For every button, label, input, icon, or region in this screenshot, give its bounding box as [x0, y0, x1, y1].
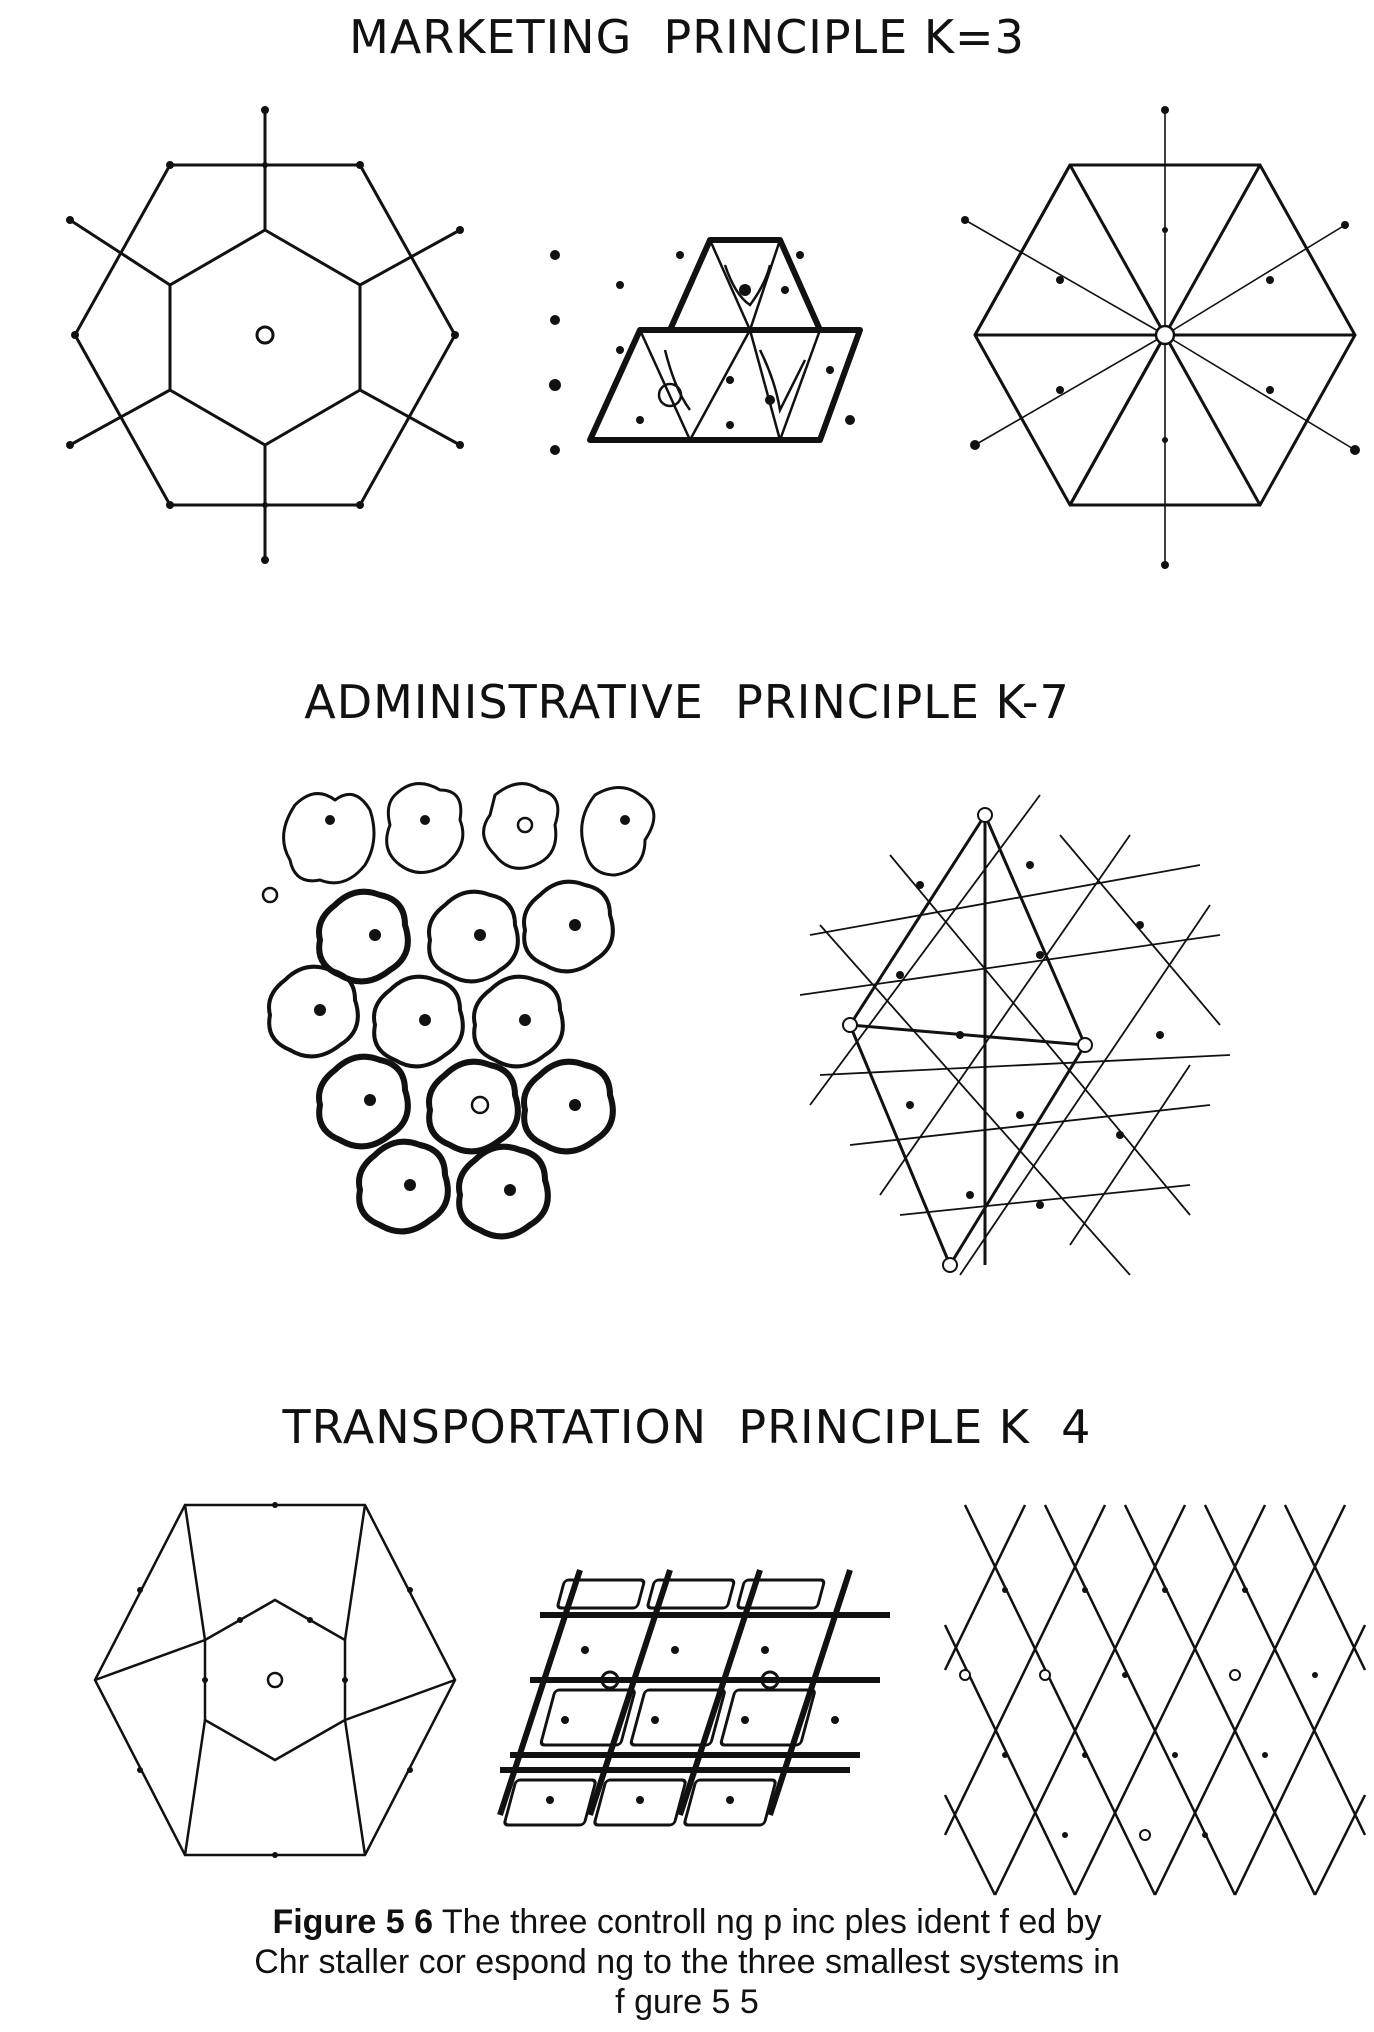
heading-marketing-principle: MARKETING PRINCIPLE K=3 — [349, 10, 1025, 64]
transportation-hexagon-diagram — [93, 1502, 457, 1858]
administrative-lattice-diagram — [799, 794, 1231, 1276]
transportation-grid-diagram — [497, 1569, 890, 1827]
caption-line-3: f gure 5 5 — [615, 1983, 759, 2021]
transportation-diamond-lattice-diagram — [943, 1504, 1367, 1896]
heading-transportation-principle: TRANSPORTATION PRINCIPLE K 4 — [282, 1400, 1092, 1454]
figure-label: Figure 5 6 — [272, 1903, 434, 1941]
caption-line-1: Figure 5 6 The three controll ng p inc p… — [120, 1902, 1254, 1942]
administrative-cell-cluster-diagram — [261, 782, 656, 1240]
marketing-hexagon-diagram — [66, 106, 464, 564]
marketing-triangular-lattice-diagram — [961, 106, 1360, 569]
caption-line-2: Chr staller cor espond ng to the three s… — [254, 1943, 1120, 1981]
caption-text-1: The three controll ng p inc ples ident f… — [441, 1903, 1102, 1941]
heading-administrative-principle: ADMINISTRATIVE PRINCIPLE K-7 — [304, 675, 1070, 729]
marketing-triangle-cells-diagram — [549, 237, 863, 455]
figure-caption: Figure 5 6 The three controll ng p inc p… — [120, 1902, 1254, 2022]
